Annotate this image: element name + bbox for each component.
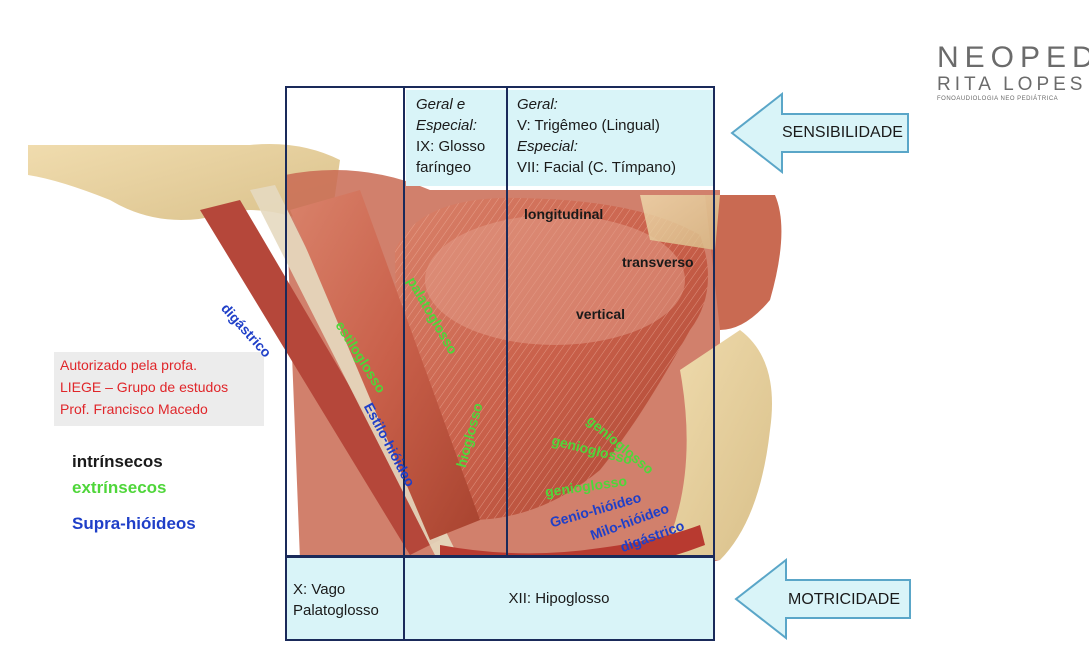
logo-line1: NEOPED [937,42,1087,74]
credit-line: Prof. Francisco Macedo [60,398,258,420]
logo-line2: RITA LOPES [937,74,1087,96]
legend-suprahyoid: Supra-hióideos [72,514,196,534]
motricidade-label: MOTRICIDADE [784,591,904,609]
frame-hypoglossal [403,555,715,641]
credit-line: Autorizado pela profa. [60,354,258,376]
logo: NEOPED RITA LOPES FONOAUDIOLOGIA NEO PED… [937,42,1087,102]
credit-line: LIEGE – Grupo de estudos [60,376,258,398]
label-vertical: vertical [576,306,625,322]
legend-extrinsic: extrínsecos [72,478,167,498]
label-transverso: transverso [622,254,694,270]
frame-vagus [285,555,405,641]
frame-middle-column [403,86,508,558]
logo-line3: FONOAUDIOLOGIA NEO PEDIÁTRICA [937,96,1087,102]
legend-intrinsic: intrínsecos [72,452,163,472]
credit-box: Autorizado pela profa. LIEGE – Grupo de … [54,352,264,426]
sensibilidade-label: SENSIBILIDADE [782,124,902,142]
label-longitudinal: longitudinal [524,206,603,222]
